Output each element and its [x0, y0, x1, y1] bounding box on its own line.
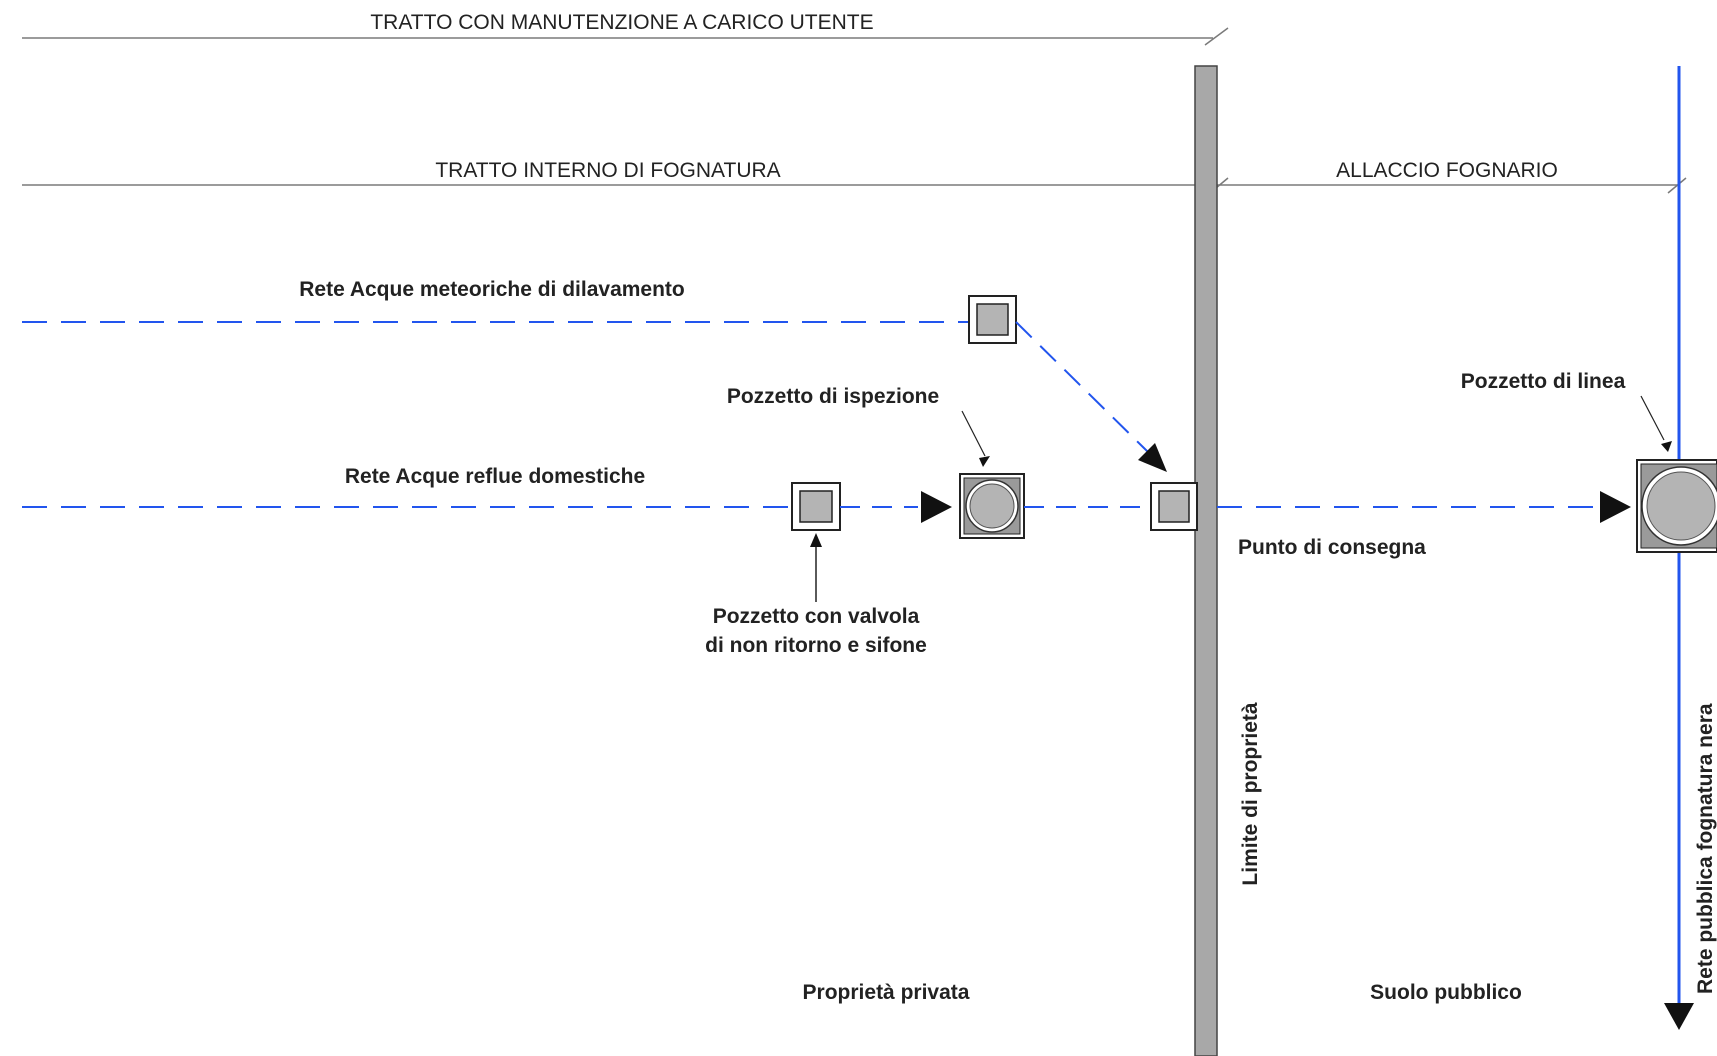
label-public-sewer: Rete pubblica fognatura nera: [1694, 703, 1717, 994]
stormwater-flow-arrow: [1138, 443, 1167, 472]
inspection-manhole-pointer: [961, 410, 986, 457]
line-manhole-icon: [1636, 459, 1717, 553]
header-user-maintenance: TRATTO CON MANUTENZIONE A CARICO UTENTE: [370, 11, 873, 34]
connection-flow-arrow: [1600, 491, 1631, 523]
header-user-maintenance-tick: [1204, 27, 1229, 46]
stormwater-manhole-icon: [968, 295, 1017, 344]
line-manhole-pointer: [1640, 395, 1665, 441]
label-property-limit: Limite di proprietà: [1239, 702, 1262, 886]
header-row-tick-right: [1667, 177, 1687, 194]
header-sewer-connection: ALLACCIO FOGNARIO: [1336, 159, 1558, 182]
valve-manhole-pointer-head: [810, 533, 822, 547]
domestic-flow-arrow-1: [921, 491, 952, 523]
label-valve-manhole-line1: Pozzetto con valvola: [713, 605, 920, 628]
label-valve-manhole-line2: di non ritorno e sifone: [705, 634, 927, 657]
line-manhole-pointer-head: [1661, 441, 1672, 452]
property-limit-wall: [1194, 65, 1218, 1056]
delivery-point-manhole-icon: [1150, 482, 1198, 531]
label-inspection-manhole: Pozzetto di ispezione: [727, 385, 939, 408]
label-public-land: Suolo pubblico: [1370, 981, 1522, 1004]
label-line-manhole: Pozzetto di linea: [1461, 370, 1626, 393]
label-domestic-wastewater-network: Rete Acque reflue domestiche: [345, 465, 645, 488]
valve-manhole-icon: [791, 482, 841, 531]
label-private-property: Proprietà privata: [803, 981, 970, 1004]
stormwater-diagonal-pipe: [1015, 321, 1149, 453]
inspection-manhole-pointer-head: [979, 456, 990, 467]
label-delivery-point: Punto di consegna: [1238, 536, 1426, 559]
public-sewer-flow-arrow: [1664, 1003, 1694, 1030]
header-internal-sewer: TRATTO INTERNO DI FOGNATURA: [435, 159, 780, 182]
label-stormwater-network: Rete Acque meteoriche di dilavamento: [299, 278, 685, 301]
inspection-manhole-icon: [959, 473, 1025, 539]
